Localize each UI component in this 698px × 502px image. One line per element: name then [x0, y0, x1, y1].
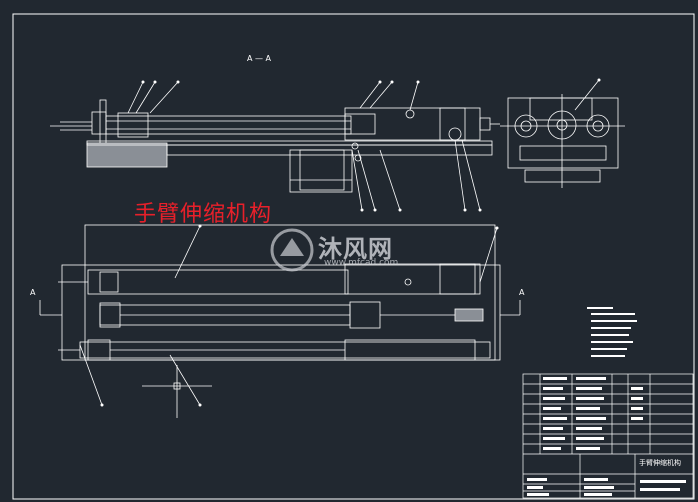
- watermark-logo-icon: [270, 228, 314, 272]
- watermark-url: www.mfcad.com: [324, 258, 399, 268]
- titleblock-drawing-name: 手臂伸缩机构: [639, 459, 681, 467]
- section-view-a-a: [50, 81, 500, 211]
- section-label-left: A: [30, 288, 36, 297]
- plan-view: [39, 224, 521, 418]
- title-block-fills: [527, 377, 686, 496]
- side-view: [500, 79, 625, 188]
- section-label-top: A — A: [247, 54, 272, 63]
- section-label-right: A: [519, 288, 525, 297]
- watermark-text: 沐风网: [318, 235, 393, 263]
- leader-dots: [141, 78, 601, 212]
- plan-leader-dots: [100, 224, 499, 407]
- drawing-title: 手臂伸缩机构: [134, 202, 273, 227]
- title-block: [522, 373, 694, 499]
- technical-notes: [587, 307, 637, 357]
- drawing-border: [12, 13, 695, 500]
